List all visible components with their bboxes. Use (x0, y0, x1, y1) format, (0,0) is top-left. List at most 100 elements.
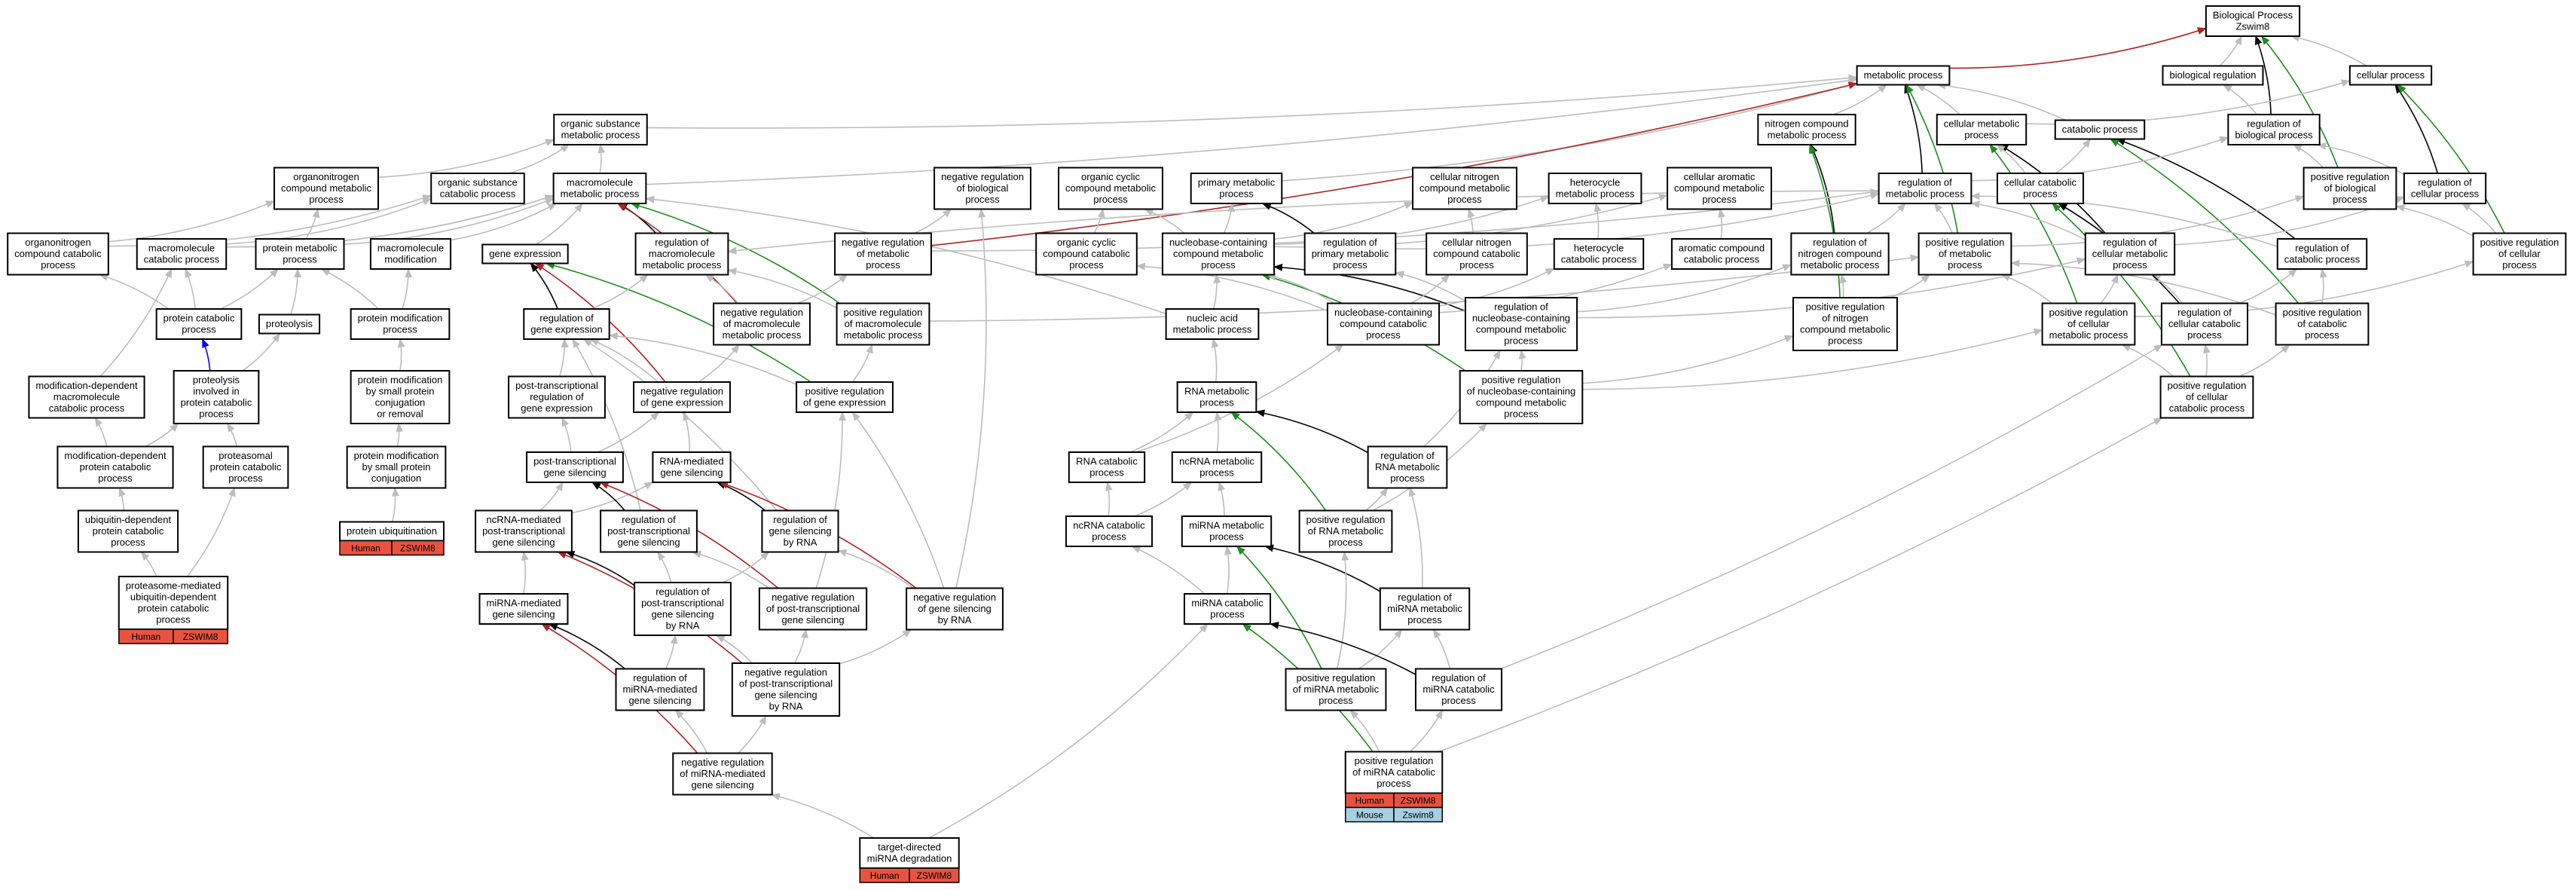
go-term-node[interactable]: proteolysis (258, 313, 321, 335)
go-term-node[interactable]: cellular process (2348, 65, 2433, 86)
relation-edge-red (930, 81, 1858, 246)
go-term-node[interactable]: metabolic process (1856, 65, 1951, 86)
relation-edge-grey (2219, 35, 2242, 67)
go-term-node[interactable]: biological regulation (2162, 65, 2264, 86)
go-term-label: compound metabolic (1065, 182, 1156, 194)
go-term-node[interactable]: catabolic process (2054, 119, 2146, 140)
go-term-label: or removal (377, 408, 423, 420)
go-term-box (1426, 232, 1528, 276)
go-term-label: negative regulation (681, 757, 764, 768)
go-term-node[interactable]: modification-dependentmacromoleculecatab… (28, 375, 145, 419)
go-term-node[interactable]: gene expression (481, 243, 569, 265)
go-term-node[interactable]: regulation ofnucleobase-containingcompou… (1464, 297, 1578, 351)
go-term-node[interactable]: proteasome-mediatedubiquitin-dependentpr… (118, 576, 229, 644)
relation-edge-grey (1105, 482, 1113, 517)
relation-edge-grey (815, 411, 847, 589)
